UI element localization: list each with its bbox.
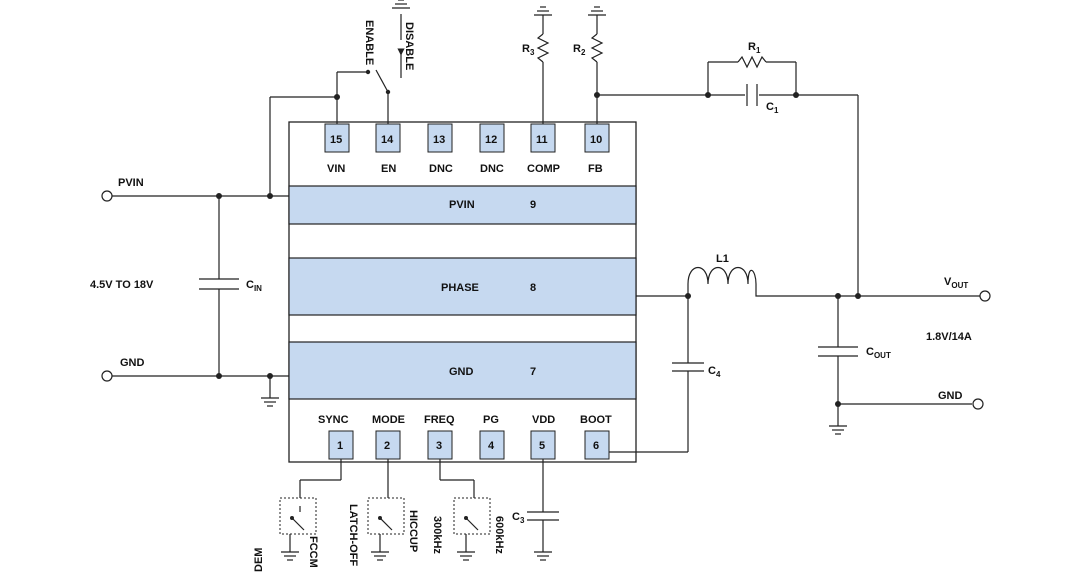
gnd-right-label: GND — [938, 390, 963, 402]
ground-symbol-r2 — [588, 6, 606, 16]
ground-symbol-r3 — [534, 6, 552, 16]
ground-symbol-left — [261, 397, 279, 407]
l1-label: L1 — [716, 253, 729, 265]
pin-6-num: 6 — [593, 440, 599, 452]
cin-label: CIN — [246, 279, 262, 293]
gnd-bar-num: 7 — [530, 366, 536, 378]
phase-bar-num: 8 — [530, 282, 536, 294]
pin-15: 15 VIN — [324, 123, 350, 175]
pin-12-name: DNC — [480, 163, 504, 175]
r2-label: R2 — [573, 43, 586, 57]
c3-label: C3 — [512, 511, 525, 525]
dem-label: DEM — [253, 548, 265, 572]
phase-bar — [288, 257, 637, 316]
mode-switch-box — [367, 497, 405, 535]
pin-13-name: DNC — [429, 163, 453, 175]
fccm-label: FCCM — [307, 536, 319, 568]
pin-5-name: VDD — [532, 414, 555, 426]
600khz-label: 600kHz — [493, 516, 505, 554]
c1-label: C1 — [766, 101, 779, 115]
pin-1-num: 1 — [337, 440, 343, 452]
pin-4-num: 4 — [488, 440, 495, 452]
pin-1-name: SYNC — [318, 414, 349, 426]
pin-6-name: BOOT — [580, 414, 612, 426]
pin-2-num: 2 — [384, 440, 390, 452]
pin-15-num: 15 — [330, 134, 342, 146]
pvin-bar — [288, 185, 637, 225]
pin-10-name: FB — [588, 163, 603, 175]
pin-13-num: 13 — [433, 134, 445, 146]
pin-13: 13 DNC — [427, 123, 453, 175]
pin-4: PG 4 — [479, 414, 505, 460]
pin-5-num: 5 — [539, 440, 545, 452]
pin-15-name: VIN — [327, 163, 345, 175]
gnd-left-terminal — [101, 370, 113, 382]
pin-6: BOOT 6 — [580, 414, 612, 460]
pin-1: SYNC 1 — [318, 414, 354, 460]
gnd-right-terminal — [972, 398, 984, 410]
pin-14-num: 14 — [381, 134, 394, 146]
pin-3-name: FREQ — [424, 414, 455, 426]
vout-spec-label: 1.8V/14A — [926, 331, 972, 343]
pin-12: 12 DNC — [479, 123, 505, 175]
hiccup-label: HICCUP — [407, 510, 419, 552]
pin-5: VDD 5 — [530, 414, 556, 460]
pin-3-num: 3 — [436, 440, 442, 452]
pin-2: MODE 2 — [372, 414, 405, 460]
pin-11-name: COMP — [527, 163, 560, 175]
r3-label: R3 — [522, 43, 535, 57]
enable-label: ENABLE — [363, 20, 375, 65]
ground-symbol-disable — [392, 0, 410, 9]
pin-10-num: 10 — [590, 134, 602, 146]
c4-label: C4 — [708, 365, 721, 379]
latch-off-label: LATCH-OFF — [347, 504, 359, 566]
r1-label: R1 — [748, 41, 761, 55]
pvin-label: PVIN — [118, 177, 144, 189]
300khz-label: 300kHz — [431, 516, 443, 554]
gnd-bar-name: GND — [449, 366, 474, 378]
pin-4-name: PG — [483, 414, 499, 426]
pin-12-num: 12 — [485, 134, 497, 146]
pin-2-name: MODE — [372, 414, 405, 426]
freq-switch-box — [453, 497, 491, 535]
pvin-bar-name: PVIN — [449, 199, 475, 211]
vout-terminal — [979, 290, 991, 302]
pin-14-name: EN — [381, 163, 396, 175]
gnd-left-label: GND — [120, 357, 145, 369]
pin-11-num: 11 — [536, 134, 548, 146]
gnd-bar — [288, 341, 637, 400]
phase-bar-name: PHASE — [441, 282, 479, 294]
ground-symbol-cout — [829, 425, 847, 435]
vin-range-label: 4.5V TO 18V — [90, 279, 154, 291]
pin-11: 11 COMP — [527, 123, 560, 175]
cout-label: COUT — [866, 346, 891, 360]
sync-switch-box — [279, 497, 317, 535]
pvin-terminal — [101, 190, 113, 202]
disable-label: DISABLE — [403, 22, 415, 70]
pvin-bar-num: 9 — [530, 199, 536, 211]
pin-3: FREQ 3 — [424, 414, 455, 460]
vout-label: VOUT — [944, 276, 968, 290]
